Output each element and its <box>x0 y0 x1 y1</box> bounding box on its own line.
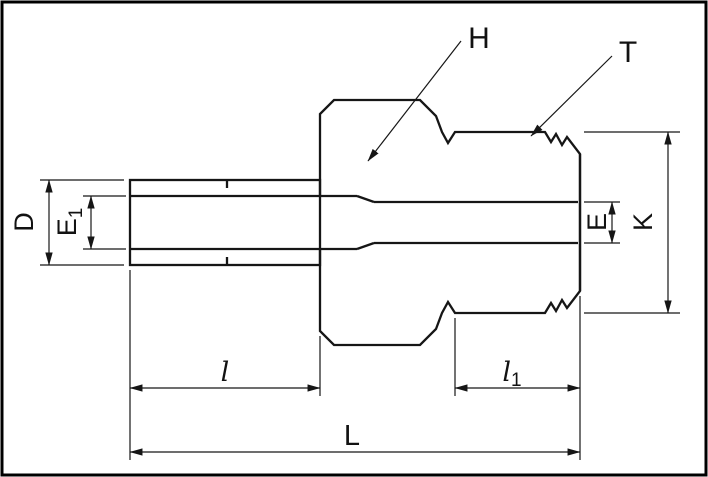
label-base: l <box>502 357 511 388</box>
dimension-l: l <box>129 270 321 460</box>
fitting-part <box>128 98 582 347</box>
tube-stub <box>128 178 322 267</box>
dimension-label-d: D <box>9 212 39 232</box>
dimension-label-k: K <box>628 213 658 231</box>
dimension-E1: E1 <box>52 195 126 250</box>
dimension-label-e1: E1 <box>52 208 87 237</box>
dimension-label-l: l <box>221 357 230 388</box>
label-base: l <box>221 357 230 388</box>
dimension-label-L: L <box>344 420 360 452</box>
callout-label-t: T <box>619 36 637 69</box>
callout-label-h: H <box>468 22 490 55</box>
dimension-K: K <box>584 131 680 314</box>
bore-taper-bottom <box>356 241 375 251</box>
bore-cutout <box>131 197 578 248</box>
label-subscript: 1 <box>511 370 522 391</box>
bore-lines <box>131 154 582 291</box>
dimension-D: D <box>9 179 124 266</box>
label-base: E <box>52 218 82 236</box>
label-subscript: 1 <box>66 208 87 219</box>
callout-H: H <box>367 22 490 162</box>
dimension-E: E <box>582 201 620 244</box>
leader-line <box>530 55 613 137</box>
dimension-label-l1: l1 <box>502 357 521 391</box>
dimension-l1: l1 <box>454 296 581 460</box>
bore-taper-top <box>356 194 375 204</box>
callout-T: T <box>530 36 637 137</box>
leader-line <box>367 40 462 162</box>
dimension-label-e: E <box>582 213 612 231</box>
dimension-L: L <box>129 420 581 456</box>
